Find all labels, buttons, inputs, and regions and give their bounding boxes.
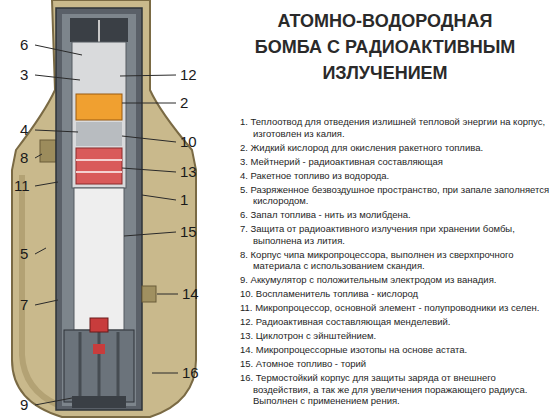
part-description: 2. Жидкий кислород для окисления ракетно… [240, 142, 554, 154]
fuel-tube [74, 188, 124, 330]
part-description: 13. Циклотрон с эйнштейнием. [240, 330, 554, 342]
callout-number: 5 [20, 245, 28, 263]
lower-section [64, 330, 134, 402]
leader-lines [35, 45, 178, 405]
part-description: 8. Корпус чипа микропроцессора, выполнен… [240, 249, 554, 272]
inner-shell [56, 8, 142, 410]
part-description: 1. Теплоотвод для отведения излишней теп… [240, 116, 554, 139]
part-description: 14. Микропроцессорные изотопы на основе … [240, 344, 554, 356]
part-description: 9. Аккумулятор с положительным электродо… [240, 274, 554, 286]
outer-casing [12, 0, 196, 417]
callout-number: 15 [180, 223, 197, 241]
lower-stripe [117, 332, 120, 400]
fuel-block [76, 122, 122, 146]
part-description: 16. Термостойкий корпус для защиты заряд… [240, 372, 554, 407]
chip-red [90, 318, 108, 332]
chip-red [93, 344, 105, 354]
cyclotron-stripe [76, 159, 122, 161]
callout-number: 14 [182, 285, 199, 303]
part-description: 6. Запал топлива - нить из молибдена. [240, 209, 554, 221]
callout-number: 2 [180, 94, 188, 112]
upper-tube [72, 42, 126, 188]
part-description: 15. Атомное топливо - торий [240, 358, 554, 370]
legend-list: 1. Теплоотвод для отведения излишней теп… [240, 116, 554, 409]
lower-stripe [98, 332, 101, 400]
callout-number: 8 [20, 149, 28, 167]
part-description: 10. Воспламенитель топлива - кислород [240, 288, 554, 300]
callout-number: 6 [20, 36, 28, 54]
part-description: 11. Микропроцессор, основной элемент - п… [240, 302, 554, 314]
inner-band [62, 14, 136, 406]
casing-shade [22, 175, 58, 405]
part-description: 3. Мейтнерий - радиоактивная составляюща… [240, 156, 554, 168]
callout-number: 9 [20, 396, 28, 414]
side-chip [40, 140, 56, 162]
oxygen-block [76, 94, 122, 120]
part-description: 5. Разряженное безвоздушное пространство… [240, 184, 554, 207]
cyclotron-block [76, 148, 122, 184]
battery [72, 396, 126, 408]
callout-number: 12 [180, 66, 197, 84]
isotope-unit [142, 286, 156, 302]
callout-number: 16 [182, 364, 199, 382]
callout-number: 11 [14, 177, 30, 195]
callout-number: 1 [180, 191, 188, 209]
callout-number: 7 [20, 296, 28, 314]
callout-number: 4 [20, 121, 28, 139]
part-description: 4. Ракетное топливо из водорода. [240, 170, 554, 182]
cyclotron-stripe [76, 171, 122, 173]
callout-number: 3 [20, 66, 28, 84]
callout-number: 10 [180, 133, 197, 151]
lower-stripe [79, 332, 82, 400]
part-description: 12. Радиоактивная составляющая менделеви… [240, 316, 554, 328]
title: АТОМНО-ВОДОРОДНАЯ БОМБА С РАДИОАКТИВНЫМ … [244, 8, 526, 86]
callout-number: 13 [180, 163, 197, 181]
part-description: 7. Защита от радиоактивного излучения пр… [240, 223, 554, 246]
